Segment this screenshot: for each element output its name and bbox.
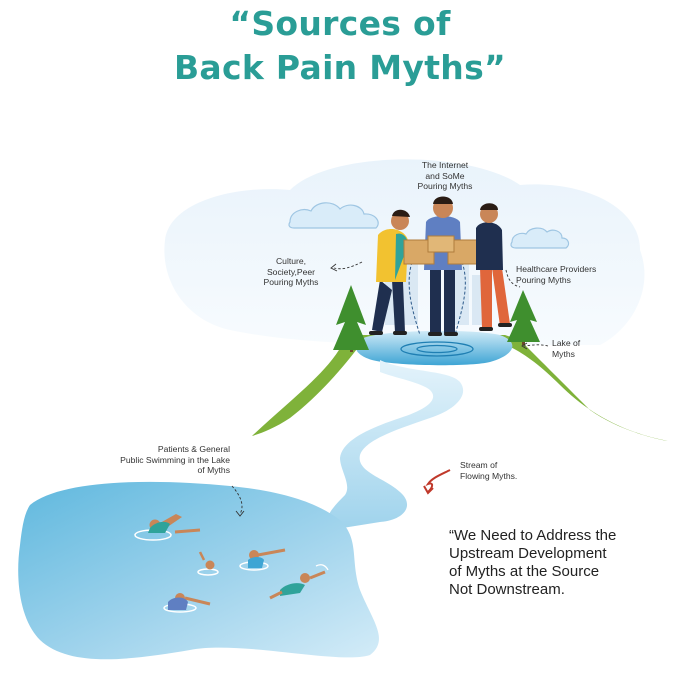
ripple-inner	[416, 344, 458, 354]
culture-label: Culture, Society,Peer Pouring Myths	[263, 256, 319, 287]
internet-label: The Internet and SoMe Pouring Myths	[417, 160, 473, 191]
boxes	[403, 235, 479, 265]
person-right	[476, 203, 512, 331]
quote-text: “We Need to Address the Upstream Develop…	[449, 527, 617, 598]
swimmer-5	[163, 593, 211, 613]
upper-pool	[355, 330, 513, 366]
tree-left	[333, 285, 369, 352]
swimmer-1	[134, 514, 201, 541]
swimmer-4	[269, 564, 329, 600]
culture-arrow	[333, 261, 363, 270]
ripple-outer	[400, 341, 474, 357]
cloud-left	[288, 202, 379, 229]
pouring-line-left	[408, 261, 421, 336]
swimmer-3	[239, 548, 286, 571]
cloud-right	[510, 227, 570, 249]
title-line-2: Back Pain Myths”	[173, 48, 507, 87]
stream-arrow	[425, 469, 451, 493]
stream-label: Stream of Flowing Myths.	[460, 460, 518, 481]
patients-arrow	[231, 485, 243, 515]
pouring-line-right	[454, 261, 466, 336]
title-line-1: “Sources of	[229, 4, 451, 43]
patients-label: Patients & General Public Swimming in th…	[120, 444, 230, 475]
tree-right	[507, 290, 540, 345]
healthcare-arrow	[505, 269, 521, 288]
swimmer-2	[197, 551, 219, 576]
person-left	[369, 209, 410, 335]
lake-arrow	[523, 344, 549, 347]
lake-of-myths-label: Lake of Myths	[552, 338, 581, 359]
healthcare-label: Healthcare Providers Pouring Myths	[516, 264, 597, 285]
stream	[326, 360, 464, 530]
